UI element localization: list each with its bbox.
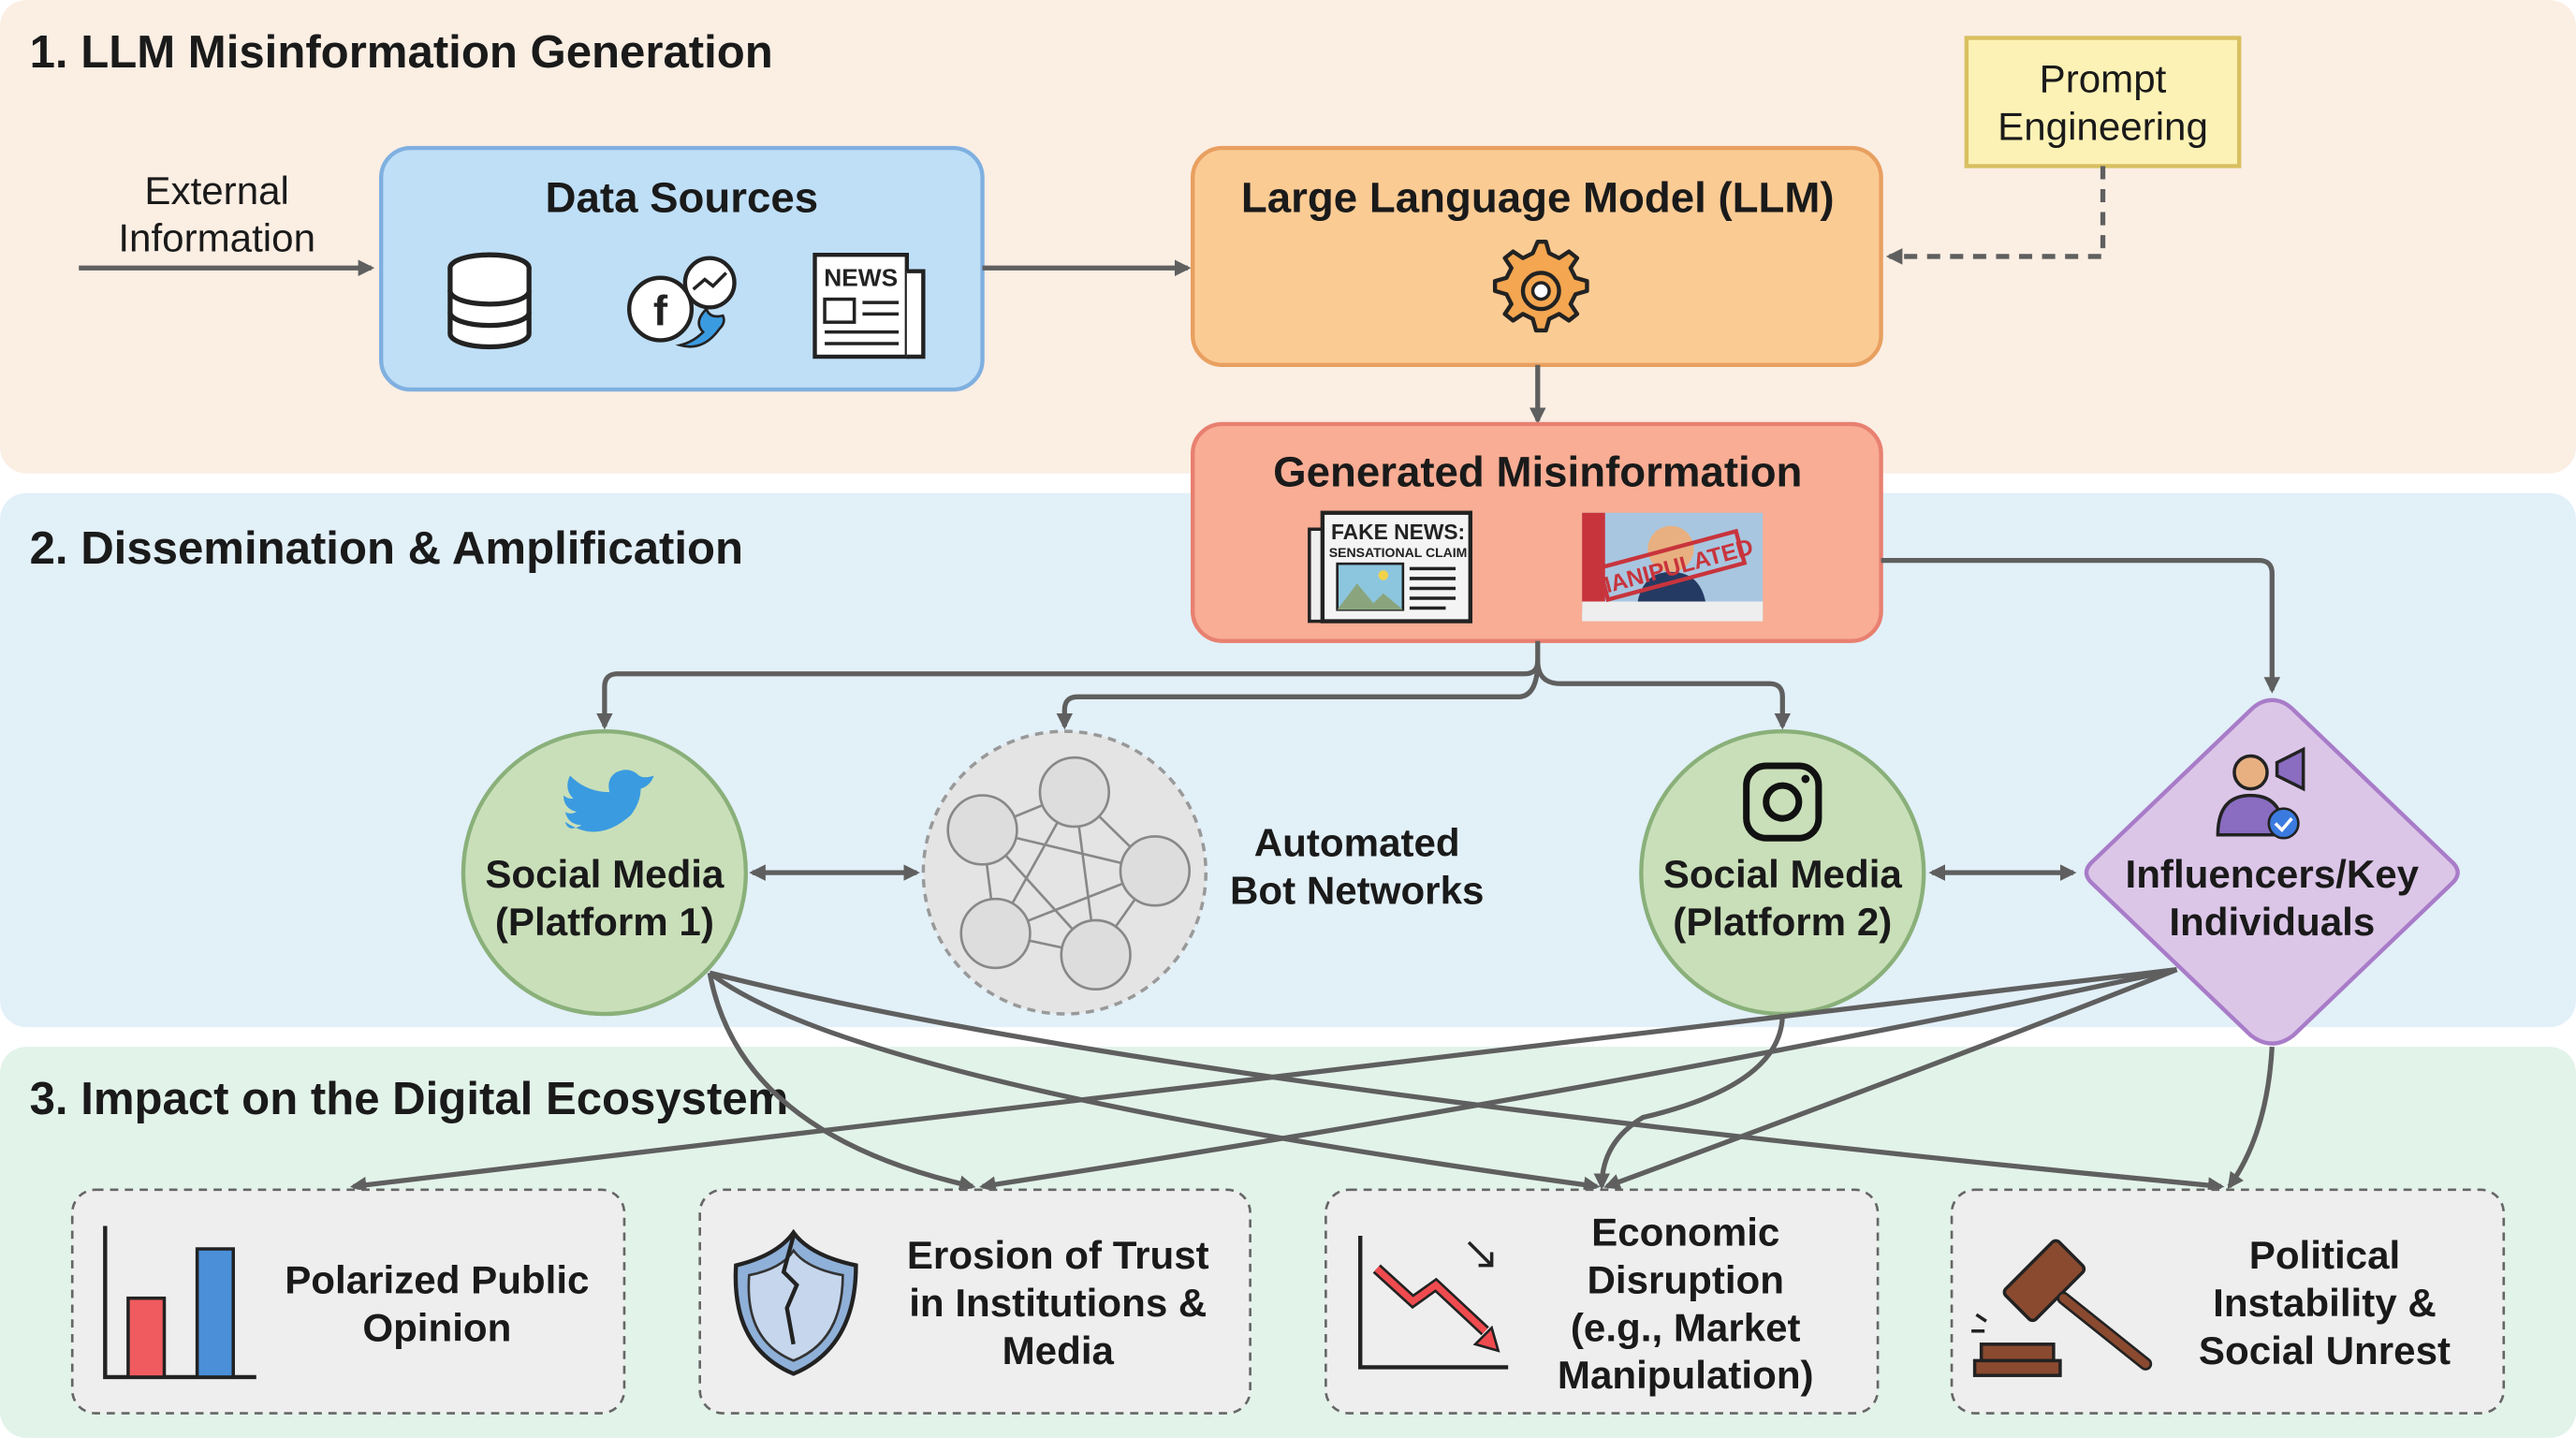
generated-misinformation-box[interactable]: Generated Misinformation FAKE NEWS: SENS…	[1191, 421, 1883, 643]
fake-news-subhead: SENSATIONAL CLAIM	[1329, 545, 1468, 560]
impact-label: Political	[2249, 1233, 2400, 1277]
platform1-label: Social Media	[485, 852, 724, 896]
social-media-icon: f	[627, 256, 737, 348]
generated-title: Generated Misinformation	[1273, 448, 1802, 496]
impact-label: Opinion	[362, 1305, 511, 1349]
fake-news-icon: FAKE NEWS: SENSATIONAL CLAIM	[1308, 510, 1473, 624]
bar-chart-icon	[103, 1225, 256, 1380]
influencers-node[interactable]: Influencers/Key Individuals	[2084, 697, 2460, 1046]
arrow-p1-to-trust	[707, 972, 976, 1192]
arrow-influencers-to-economic	[1603, 967, 2178, 1190]
impact-label: Economic	[1591, 1211, 1779, 1255]
arrow-generated-to-platform2	[1535, 660, 1792, 730]
impact-label: Disruption	[1587, 1257, 1784, 1301]
impact-label: Social Unrest	[2199, 1328, 2451, 1372]
platform2-label: Social Media	[1663, 852, 1903, 896]
gear-icon	[1492, 239, 1589, 333]
impact-erosion-of-trust[interactable]: Erosion of Trust in Institutions & Media	[698, 1188, 1251, 1415]
section-title-dissemination: 2. Dissemination & Amplification	[30, 523, 743, 574]
arrow-generated-to-influencers	[1881, 558, 2281, 694]
external-info-label: External	[144, 169, 288, 213]
impact-label: Manipulation)	[1558, 1353, 1814, 1397]
external-info-label-2: Information	[118, 216, 315, 260]
section-impact	[0, 1047, 2576, 1438]
impact-label: Erosion of Trust	[907, 1233, 1209, 1277]
social-media-platform-1[interactable]: Social Media (Platform 1)	[461, 728, 749, 1017]
newspaper-icon: NEWS	[812, 252, 926, 360]
impact-label: Instability &	[2213, 1281, 2437, 1325]
twitter-bird-icon	[564, 770, 654, 832]
arrow-p1-to-political	[709, 970, 2225, 1194]
fake-news-headline: FAKE NEWS:	[1331, 520, 1465, 544]
bot-network[interactable]	[921, 729, 1208, 1016]
bots-label-2: Bot Networks	[1230, 868, 1484, 912]
database-icon	[447, 252, 532, 350]
platform2-label-2: (Platform 2)	[1673, 900, 1892, 944]
impact-label: Polarized Public	[285, 1257, 589, 1301]
prompt-engineering-box[interactable]: Prompt Engineering	[1964, 36, 2242, 169]
section-title-generation: 1. LLM Misinformation Generation	[30, 27, 773, 78]
arrow-p2-to-economic	[1593, 1014, 1785, 1190]
platform1-label-2: (Platform 1)	[495, 900, 714, 944]
arrow-generated-to-bots	[1056, 660, 1541, 730]
impact-polarized-opinion[interactable]: Polarized Public Opinion	[70, 1188, 626, 1415]
svg-text:f: f	[653, 287, 668, 335]
arrow-influencers-to-polarized	[349, 967, 2177, 1194]
impact-economic-disruption[interactable]: Economic Disruption (e.g., Market Manipu…	[1325, 1188, 1880, 1415]
llm-box[interactable]: Large Language Model (LLM)	[1191, 145, 1883, 367]
section-title-impact: 3. Impact on the Digital Ecosystem	[30, 1074, 789, 1124]
prompt-label: Prompt	[2040, 56, 2167, 100]
network-graph-icon	[946, 756, 1192, 991]
svg-text:NEWS: NEWS	[824, 264, 898, 292]
data-sources-title: Data Sources	[546, 174, 819, 222]
arrow-influencers-to-political	[2227, 1046, 2275, 1190]
arrow-prompt-to-llm	[1885, 166, 2106, 265]
social-media-platform-2[interactable]: Social Media (Platform 2)	[1639, 728, 1926, 1017]
data-sources-box[interactable]: Data Sources f NEWS	[378, 145, 985, 392]
impact-political-instability[interactable]: Political Instability & Social Unrest	[1950, 1188, 2506, 1415]
impact-label: Media	[1003, 1328, 1115, 1372]
impact-arrows	[349, 967, 2275, 1194]
impact-label: in Institutions &	[909, 1281, 1207, 1325]
bots-label: Automated	[1254, 821, 1460, 865]
impact-label: (e.g., Market	[1571, 1305, 1801, 1349]
influencers-label-2: Individuals	[2169, 900, 2375, 944]
broken-shield-icon	[733, 1228, 858, 1376]
prompt-label-2: Engineering	[1998, 104, 2208, 148]
arrow-p1-to-economic	[708, 971, 1601, 1194]
manipulated-image-icon: MANIPULATED	[1582, 512, 1764, 622]
instagram-icon	[1743, 762, 1822, 842]
gavel-icon	[1971, 1239, 2153, 1377]
arrow-influencers-to-trust	[979, 967, 2178, 1193]
llm-title: Large Language Model (LLM)	[1241, 174, 1835, 222]
influencer-megaphone-icon	[2216, 746, 2305, 840]
influencers-label: Influencers/Key	[2126, 852, 2420, 896]
falling-chart-icon	[1358, 1235, 1509, 1370]
